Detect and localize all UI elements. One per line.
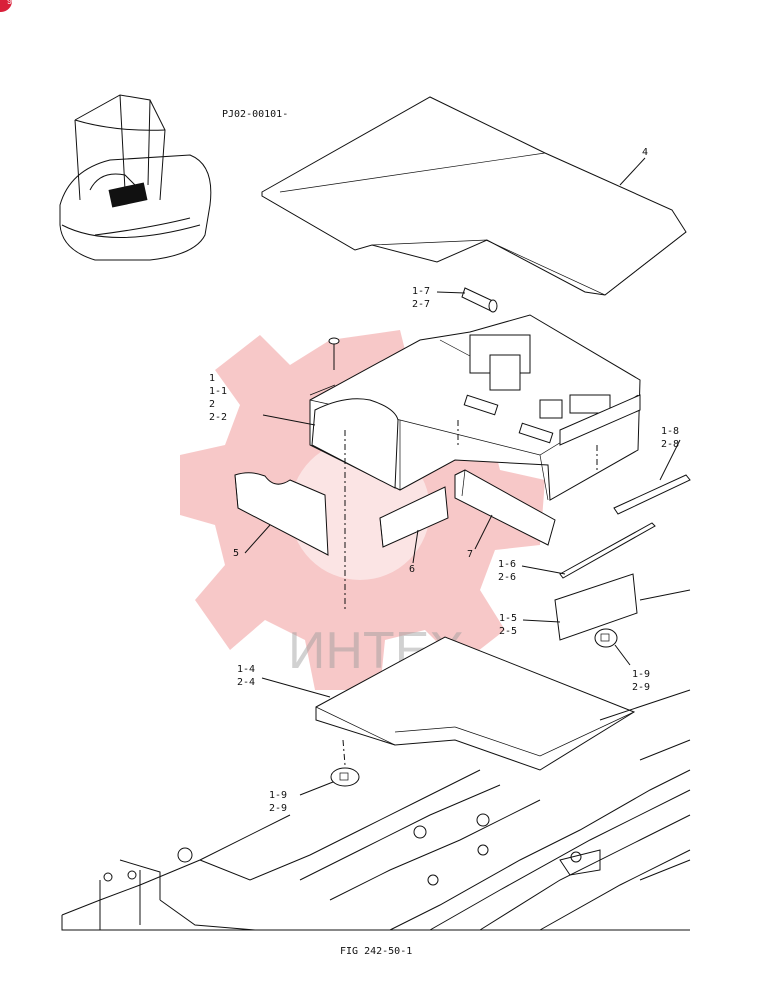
callout-1-4: 1-4 <box>237 664 255 675</box>
callout-2-8: 2-8 <box>661 439 679 450</box>
callout-1-9-left: 1-9 <box>269 790 287 801</box>
callout-1-9-right: 1-9 <box>632 669 650 680</box>
callout-5: 5 <box>233 548 239 559</box>
part-1-4-pad <box>315 636 636 771</box>
callout-1-7: 1-7 <box>412 286 430 297</box>
part-6-pad <box>379 486 449 548</box>
callout-2-5: 2-5 <box>499 626 517 637</box>
part-1-9-washer-a <box>594 628 618 648</box>
part-4-cover <box>261 96 687 296</box>
screw <box>328 337 340 370</box>
callout-1-6: 1-6 <box>498 559 516 570</box>
part-1-tray <box>309 314 641 501</box>
callout-1-1: 1-1 <box>209 386 227 397</box>
callout-2-4: 2-4 <box>237 677 255 688</box>
callout-2-9-right: 2-9 <box>632 682 650 693</box>
callout-2-2: 2-2 <box>209 412 227 423</box>
figure-label: FIG 242-50-1 <box>340 946 412 957</box>
callout-4: 4 <box>642 147 648 158</box>
callout-6: 6 <box>409 564 415 575</box>
callout-2-7: 2-7 <box>412 299 430 310</box>
part-1-8-strip <box>613 474 691 515</box>
callout-1: 1 <box>209 373 215 384</box>
part-1-7-tube <box>461 287 498 313</box>
callout-labels: 4 1-7 2-7 1 1-1 2 2-2 1-8 2-8 5 6 7 1-6 … <box>209 147 679 814</box>
part-1-6-rod <box>559 522 656 579</box>
excavator-thumbnail <box>59 94 212 261</box>
callout-2-6: 2-6 <box>498 572 516 583</box>
part-code: PJ02-00101- <box>222 109 288 120</box>
part-5-pad <box>234 472 329 556</box>
callout-7: 7 <box>467 549 473 560</box>
part-1-9-washer-b <box>330 767 360 787</box>
callout-1-8: 1-8 <box>661 426 679 437</box>
callout-2: 2 <box>209 399 215 410</box>
callout-1-5: 1-5 <box>499 613 517 624</box>
callout-2-9-left: 2-9 <box>269 803 287 814</box>
part-7-pad <box>454 469 556 546</box>
part-1-5-pad <box>554 573 638 641</box>
base-frame <box>61 589 691 931</box>
